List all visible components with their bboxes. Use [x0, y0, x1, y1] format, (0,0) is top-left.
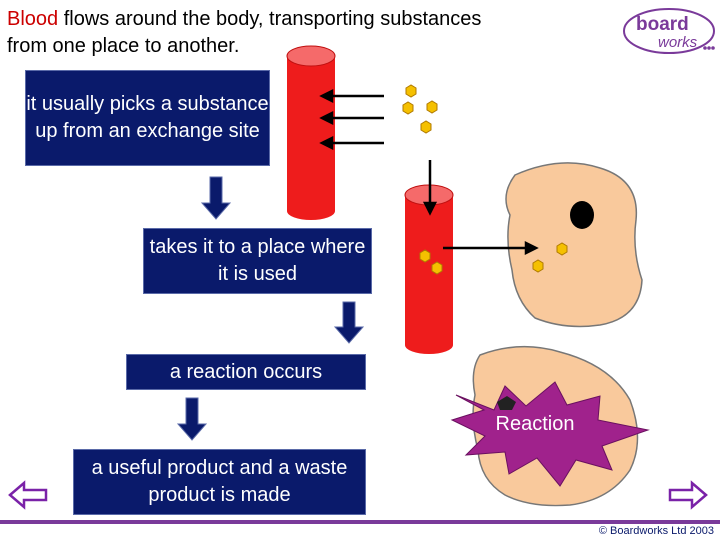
- blood-vessel-icon: [286, 45, 336, 220]
- step-text-products: a useful product and a waste product is …: [91, 457, 348, 506]
- blood-vessel-icon: [404, 184, 454, 354]
- slide-title: Blood flows around the body, transportin…: [7, 6, 607, 60]
- molecule-icon: [419, 249, 431, 263]
- molecule-icon: [431, 261, 443, 275]
- down-arrow-icon: [176, 397, 208, 441]
- footer-bar: [0, 520, 720, 524]
- title-line2: from one place to another.: [7, 35, 240, 57]
- molecule-icon: [405, 84, 417, 98]
- logo-text-top: board: [636, 14, 689, 35]
- copyright-text: © Boardworks Ltd 2003: [598, 525, 714, 537]
- title-line1: flows around the body, transporting subs…: [58, 8, 482, 30]
- cell-icon: [505, 162, 643, 328]
- step-box-transport: takes it to a place where it is used: [143, 228, 372, 294]
- step-box-pickup: it usually picks a substance up from an …: [25, 70, 270, 166]
- molecule-icon: [402, 101, 414, 115]
- cell-nucleus: [570, 201, 594, 229]
- down-arrow-icon: [333, 301, 365, 344]
- down-arrow-icon: [200, 176, 232, 220]
- next-arrow-icon[interactable]: [668, 478, 708, 512]
- step-text-pickup: it usually picks a substance up from an …: [26, 93, 269, 142]
- step-box-reaction: a reaction occurs: [126, 354, 366, 390]
- step-box-products: a useful product and a waste product is …: [73, 449, 366, 515]
- title-highlight: Blood: [7, 8, 59, 30]
- molecule-icon: [532, 259, 544, 273]
- molecule-icon: [556, 242, 568, 256]
- step-text-transport: takes it to a place where it is used: [149, 236, 366, 285]
- reaction-label: Reaction: [495, 413, 575, 435]
- molecule-group: [402, 84, 568, 275]
- molecule-icon: [426, 100, 438, 114]
- molecule-icon: [420, 120, 432, 134]
- prev-arrow-icon[interactable]: [8, 478, 48, 512]
- boardworks-logo: board works: [623, 8, 715, 54]
- logo-text-bottom: works: [658, 34, 698, 51]
- step-text-reaction: a reaction occurs: [169, 360, 323, 383]
